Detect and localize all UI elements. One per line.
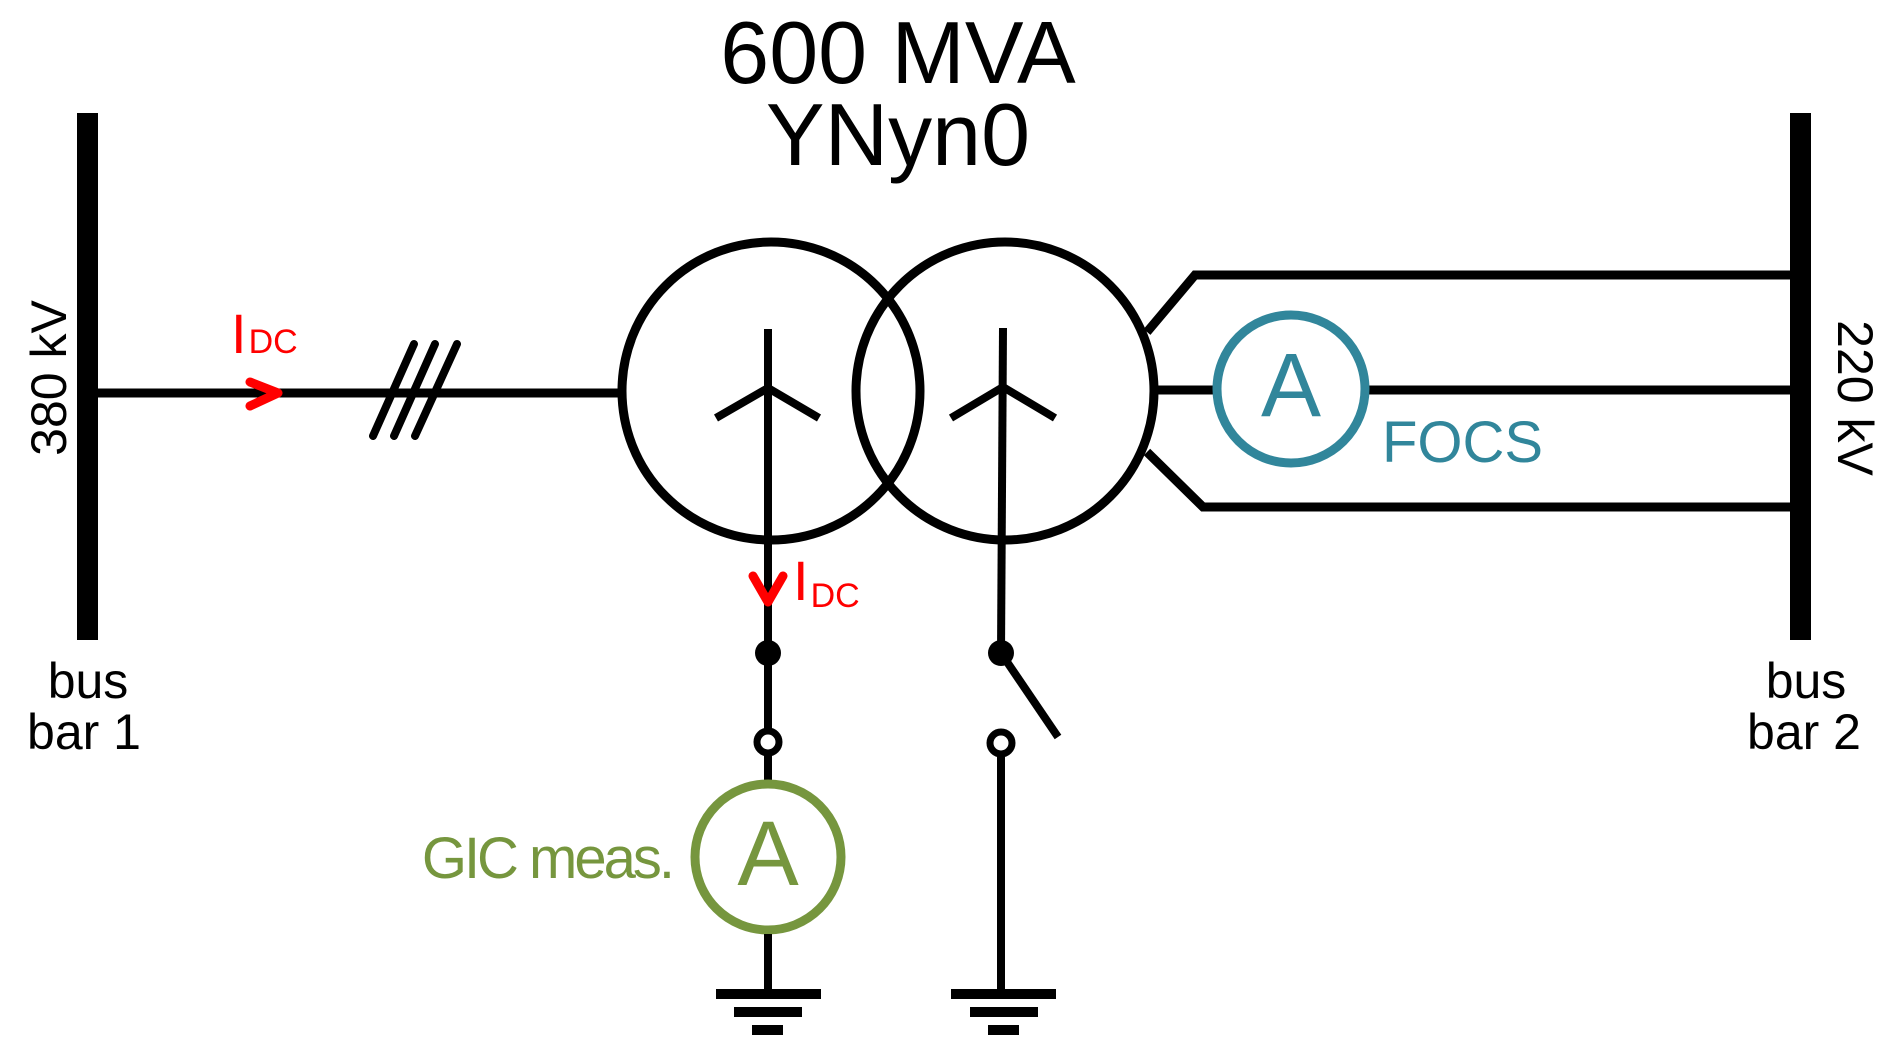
dc-current-arrow-down: [748, 571, 788, 607]
focs-meter-label: FOCS: [1382, 410, 1543, 475]
bus-bar-2[interactable]: [1790, 113, 1811, 640]
ground-bar-2: [734, 1007, 802, 1017]
ground-bar-2: [970, 1007, 1038, 1017]
three-phase-marker: [369, 340, 461, 440]
phase-hash-1: [369, 340, 418, 440]
switch-blade: [997, 650, 1062, 740]
switch-open-contact: [986, 728, 1016, 758]
dc-current-symbol: I: [231, 302, 247, 365]
focs-ammeter[interactable]: A: [1212, 310, 1370, 468]
gic-meter-circle: [690, 779, 846, 935]
ground-bar-3: [752, 1025, 783, 1035]
hv-star-icon: [714, 329, 822, 742]
bus-bar-1-label-line2: bar 1: [27, 704, 141, 760]
focs-meter-circle: [1212, 310, 1370, 468]
bus-bar-1[interactable]: [77, 113, 98, 640]
lv-conductor-top[interactable]: [1143, 270, 1790, 335]
hv-ground-icon: [716, 989, 821, 1035]
bus-bar-1-label-line1: bus: [48, 653, 129, 709]
lv-conductor-bottom[interactable]: [1143, 448, 1790, 512]
switch-open-contact: [753, 727, 783, 757]
lv-star-icon: [948, 327, 1058, 654]
ground-bar-1: [716, 989, 821, 999]
phase-hash-2: [390, 340, 439, 440]
lv-star-arms: [948, 382, 1058, 422]
focs-meter-symbol: A: [1261, 336, 1321, 436]
dc-current-subscript: DC: [811, 577, 860, 615]
ground-bar-3: [988, 1025, 1019, 1035]
bus-bar-2-voltage: 220 kV: [1827, 320, 1883, 476]
bus-bar-2-label-line2: bar 2: [1747, 704, 1861, 760]
dc-current-symbol: I: [793, 549, 809, 612]
lv-neutral-conductor: [997, 327, 1007, 654]
transformer-rating: 600 MVA: [720, 3, 1076, 102]
dc-current-subscript: DC: [249, 323, 298, 361]
dc-current-label-hv: IDC: [231, 302, 298, 365]
bus-bar-2-label-line1: bus: [1766, 653, 1847, 709]
switch-fixed-contact: [755, 640, 781, 666]
gic-meter-symbol: A: [737, 803, 799, 905]
lv-ground-icon: [951, 989, 1056, 1035]
hv-neutral-switch[interactable]: [753, 640, 783, 781]
vector-group: YNyn0: [766, 85, 1030, 184]
dc-current-label-neutral: IDC: [793, 549, 860, 615]
bus-bar-1-voltage: 380 kV: [21, 300, 77, 456]
phase-hash-3: [411, 340, 461, 440]
hv-star-arms: [714, 383, 822, 422]
ground-bar-1: [951, 989, 1056, 999]
lv-neutral-switch[interactable]: [986, 640, 1062, 993]
gic-ammeter[interactable]: A: [690, 779, 846, 935]
gic-meter-label: GIC meas.: [422, 826, 672, 891]
dc-current-arrow-right: [245, 377, 283, 411]
